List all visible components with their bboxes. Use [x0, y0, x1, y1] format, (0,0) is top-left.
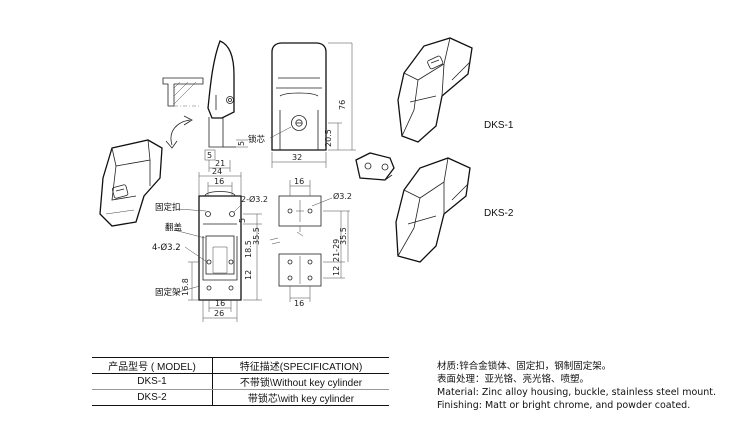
model-label-dks1: DKS-1 — [484, 120, 514, 131]
dim-16-mount-top: 16 — [294, 177, 304, 186]
table-row: DKS-2 带锁芯\with key cylinder — [92, 389, 389, 406]
dim-16-bottom: 16 — [215, 299, 225, 308]
dim-hole-mount: Ø3.2 — [333, 191, 352, 201]
dim-35-5-mount: 35.5 — [339, 227, 348, 245]
note-material-en: Material: Zinc alloy housing, buckle, st… — [437, 387, 717, 398]
dim-hole-2: 2-Ø3.2 — [241, 194, 268, 204]
dim-32: 32 — [292, 153, 302, 162]
cell-spec: 带锁芯\with key cylinder — [212, 389, 389, 406]
side-view: 21 5 5 — [162, 40, 248, 172]
dim-12-small: 12 — [244, 270, 253, 280]
callout-hole-4: 4-Ø3.2 — [152, 242, 181, 253]
callout-fixed-buckle: 固定扣 — [155, 202, 181, 213]
dim-16-8: 16.8 — [181, 278, 190, 296]
cell-model: DKS-2 — [92, 389, 213, 406]
dim-20-5: 20.5 — [324, 129, 333, 147]
bottom-view: 固定扣 翻盖 4-Ø3.2 固定架 2-Ø3.2 24 16 5 18.5 35… — [152, 167, 268, 322]
header-spec: 特征描述(SPECIFICATION) — [212, 357, 389, 374]
dim-26: 26 — [214, 309, 224, 318]
dim-5-small: 5 — [238, 218, 247, 223]
mount-hole-view: Ø3.2 16 35.5 21-29 12 16 — [269, 177, 352, 308]
callout-flip-cover: 翻盖 — [165, 222, 183, 233]
note-finish-cn: 表面处理：亚光铬、亮光铬、喷塑。 — [437, 374, 590, 385]
cell-model: DKS-1 — [92, 373, 213, 390]
callout-fixed-mount: 固定架 — [155, 287, 181, 298]
dim-24: 24 — [212, 167, 222, 176]
cell-spec: 不带锁\Without key cylinder — [212, 373, 389, 390]
dim-18-5: 18.5 — [244, 240, 253, 258]
material-notes: 材质:锌合金锁体、固定扣，钢制固定架。 表面处理：亚光铬、亮光铬、喷塑。 Mat… — [437, 360, 716, 412]
table-row: DKS-1 不带锁\Without key cylinder — [92, 373, 389, 390]
svg-text:5: 5 — [207, 151, 212, 160]
header-model: 产品型号 ( MODEL) — [92, 357, 213, 374]
dim-76: 76 — [338, 100, 347, 110]
note-material-cn: 材质:锌合金锁体、固定扣，钢制固定架。 — [437, 361, 612, 372]
dim-12-mount: 12 — [332, 266, 341, 276]
model-label-dks2: DKS-2 — [484, 208, 514, 219]
callout-lock-core: 锁芯 — [248, 134, 266, 145]
dks2-view: DKS-2 — [395, 157, 514, 263]
buckle-part — [355, 152, 395, 181]
dim-16-top: 16 — [214, 177, 224, 186]
table-header-row: 产品型号 ( MODEL) 特征描述(SPECIFICATION) — [92, 357, 389, 374]
dim-35-5-small: 35.5 — [252, 227, 261, 245]
dim-21-29: 21-29 — [332, 239, 341, 262]
dim-16-mount-bottom: 16 — [294, 299, 304, 308]
spec-table: 产品型号 ( MODEL) 特征描述(SPECIFICATION) DKS-1 … — [92, 357, 389, 406]
note-finish-en: Finishing: Matt or bright chrome, and po… — [437, 400, 691, 411]
dks1-view: DKS-1 — [397, 37, 514, 143]
open-latch-view — [99, 139, 163, 227]
dim-5-side: 5 — [237, 141, 246, 146]
front-view: 锁芯 32 20.5 76 — [248, 42, 356, 168]
dim-21: 21 — [215, 159, 225, 168]
